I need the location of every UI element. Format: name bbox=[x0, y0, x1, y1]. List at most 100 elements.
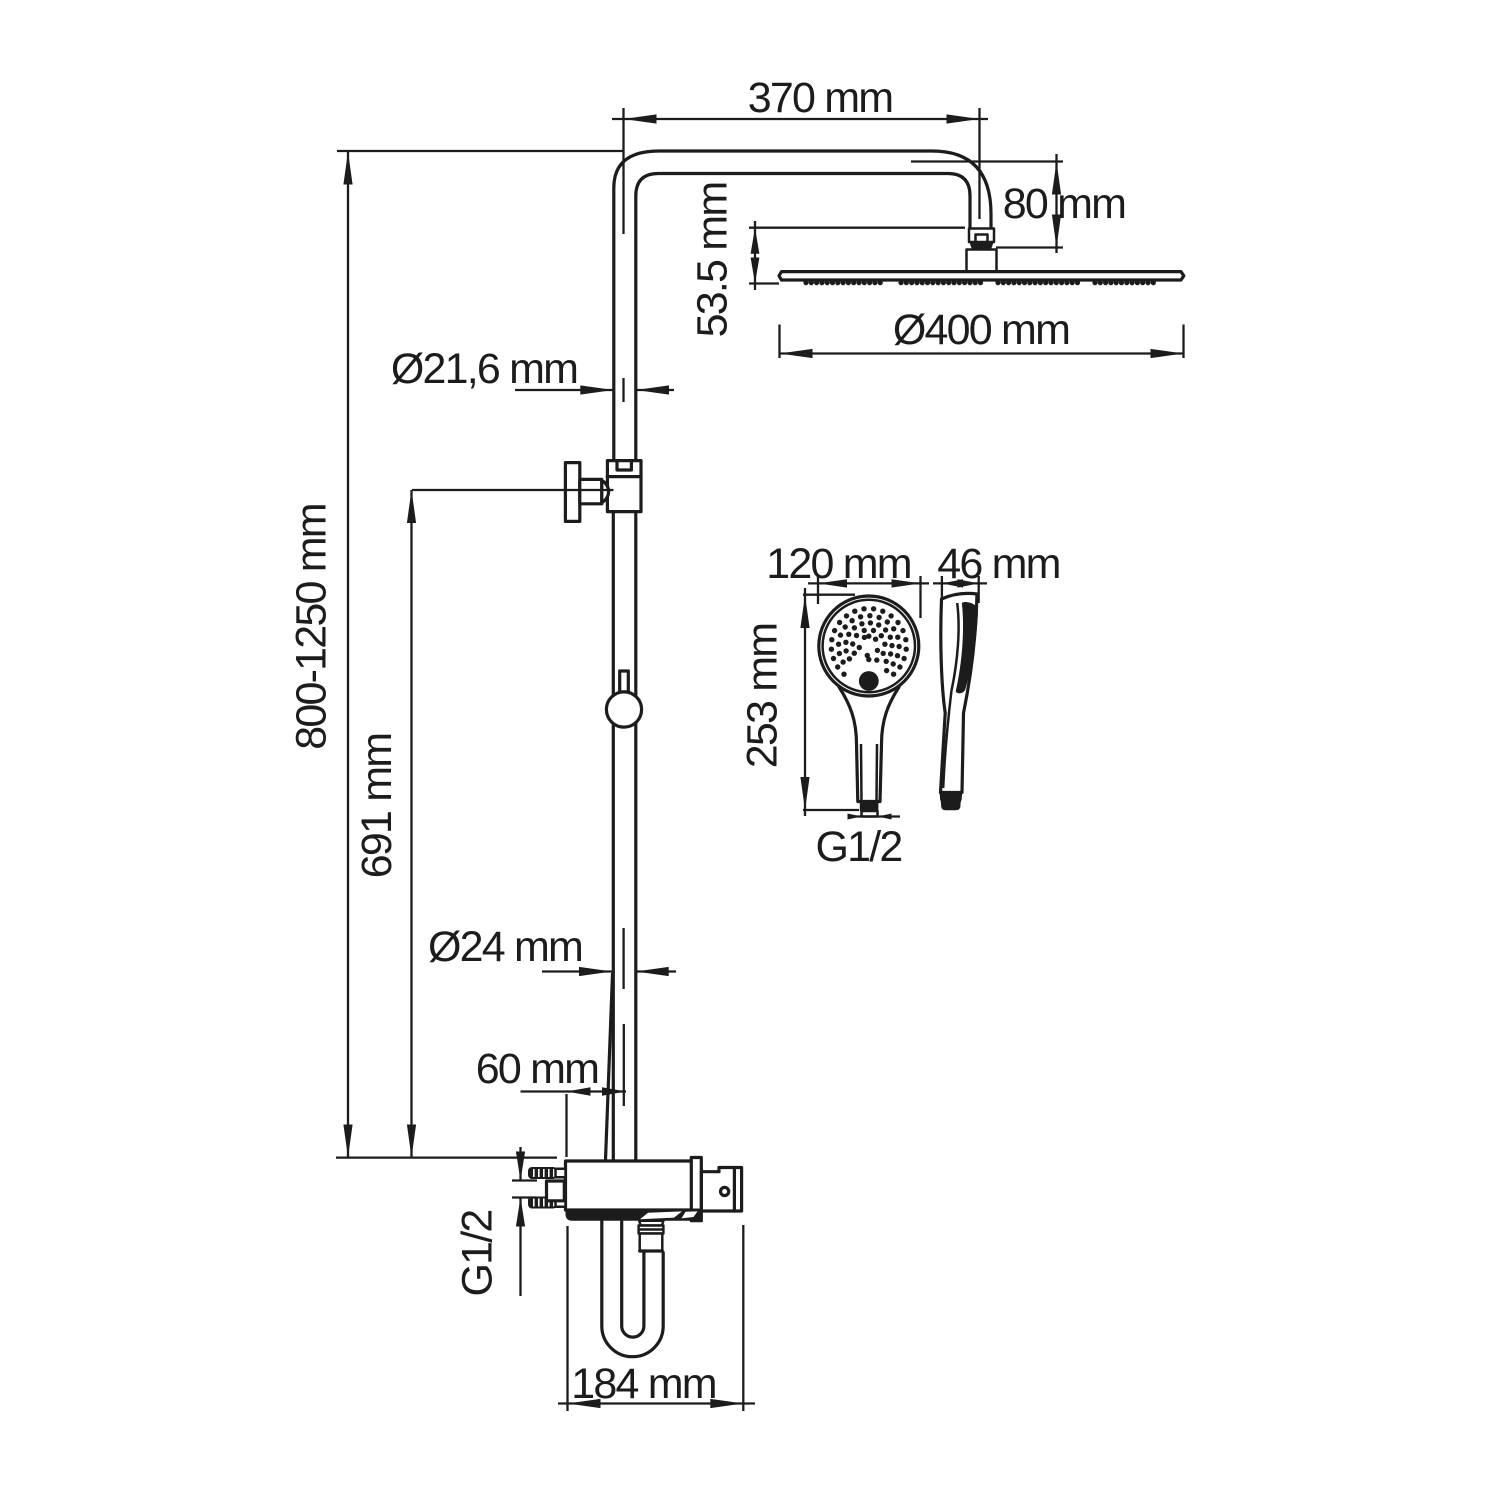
spray-nozzle-dot bbox=[900, 627, 906, 634]
bracket-clamp bbox=[605, 459, 643, 514]
dimension-column-height: 800-1250 mm bbox=[288, 149, 624, 1159]
spray-nozzle-dot bbox=[850, 641, 856, 647]
spray-nozzle-dot bbox=[849, 618, 855, 624]
spray-nozzle-dot bbox=[861, 634, 868, 641]
spray-nozzle-dot bbox=[870, 627, 877, 634]
overhead-nozzle-dot bbox=[903, 280, 909, 286]
arrowhead-253-top bbox=[800, 595, 810, 628]
spray-nozzle-dot bbox=[887, 634, 893, 640]
arrowhead-46-right bbox=[957, 579, 979, 588]
overhead-nozzle-dot bbox=[924, 280, 931, 286]
arrowhead-370-right bbox=[946, 114, 980, 124]
overhead-nozzle-dot bbox=[919, 280, 925, 286]
mixer-handle-button bbox=[718, 1185, 731, 1198]
arrowhead-g12-mixer-up bbox=[515, 1197, 526, 1227]
overhead-nozzle-dot bbox=[1069, 280, 1075, 286]
overhead-nozzle-dot bbox=[1000, 280, 1006, 286]
arrowhead-216-right bbox=[636, 385, 669, 395]
arm-nut-inner bbox=[974, 233, 989, 244]
spray-nozzle-dot bbox=[866, 633, 872, 639]
spray-nozzle-dot bbox=[880, 650, 886, 657]
spray-nozzle-dot bbox=[883, 667, 890, 674]
spray-nozzle-dot bbox=[861, 606, 867, 612]
overhead-nozzle-dot bbox=[972, 280, 978, 286]
arrowhead-184-right bbox=[710, 1398, 744, 1409]
label-lower-pipe-diameter: Ø24 mm bbox=[428, 923, 582, 971]
spray-nozzle-dot bbox=[830, 655, 837, 662]
overhead-nozzle-dot bbox=[835, 280, 841, 286]
shower-arm-inner-contour bbox=[634, 171, 972, 463]
thermostatic-mixer bbox=[528, 1155, 744, 1253]
spray-nozzle-dot bbox=[901, 655, 907, 662]
hand-shower-side-face-edge bbox=[950, 602, 960, 692]
mixer-underside bbox=[565, 1208, 702, 1221]
overhead-nozzle-dot bbox=[1097, 280, 1103, 286]
arrowhead-g12-hand-left bbox=[847, 813, 862, 820]
arrowhead-400-right bbox=[1150, 348, 1184, 359]
overhead-nozzle-dot bbox=[940, 280, 947, 286]
bracket-ball-joint bbox=[600, 478, 611, 505]
hose-inner-edge bbox=[620, 1219, 646, 1339]
arrowhead-height-bottom bbox=[343, 1124, 353, 1158]
label-head-diameter: Ø400 mm bbox=[893, 306, 1069, 354]
arrowhead-53-top bbox=[750, 227, 760, 254]
overhead-nozzle-dot bbox=[1150, 280, 1156, 286]
overhead-nozzle-dot bbox=[962, 280, 968, 286]
overhead-nozzle-dot bbox=[1043, 280, 1049, 286]
overhead-nozzle-dot bbox=[951, 280, 957, 286]
overhead-nozzle-dot bbox=[914, 280, 920, 286]
overhead-nozzle-dot bbox=[1134, 280, 1140, 286]
arrowhead-184-left bbox=[567, 1398, 601, 1409]
label-wall-offset: 60 mm bbox=[476, 1045, 598, 1093]
mixer-body bbox=[563, 1159, 697, 1212]
spray-nozzle-dot bbox=[889, 642, 895, 649]
arrowhead-height-top bbox=[343, 151, 353, 185]
arrowhead-60-right bbox=[602, 1087, 626, 1096]
arrowhead-216-left bbox=[580, 385, 614, 395]
dimension-lower-pipe-diameter: Ø24 mm bbox=[428, 923, 676, 989]
dimension-bracket-height: 691 mm bbox=[353, 490, 417, 1158]
label-hand-shower-width: 120 mm bbox=[766, 540, 911, 588]
label-head-drop: 53.5 mm bbox=[689, 183, 737, 338]
mixer-inlet-upper-thread bbox=[528, 1167, 557, 1179]
hand-shower-head-outer bbox=[817, 594, 921, 698]
spray-nozzle-dot bbox=[831, 627, 838, 634]
overhead-nozzle-dot bbox=[946, 280, 952, 286]
overhead-nozzle-dot bbox=[1032, 280, 1038, 286]
spray-nozzle-dot bbox=[861, 627, 867, 634]
arrowhead-691-top bbox=[406, 490, 417, 523]
spray-nozzle-dot bbox=[897, 664, 903, 670]
dimension-hand-shower-length: 253 mm bbox=[739, 588, 859, 816]
overhead-nozzle-dot bbox=[861, 280, 867, 286]
spray-nozzle-dot bbox=[903, 637, 909, 643]
overhead-nozzle-dot bbox=[1027, 280, 1033, 286]
spray-nozzle-dot bbox=[874, 647, 881, 654]
spray-nozzle-dot bbox=[843, 613, 850, 619]
spray-nozzle-dot bbox=[853, 632, 860, 639]
spray-nozzle-dot bbox=[859, 621, 865, 627]
spray-nozzle-dot bbox=[883, 658, 889, 664]
spray-nozzle-dot bbox=[843, 639, 849, 645]
hand-shower-side-face bbox=[955, 602, 978, 694]
ring-circle bbox=[604, 690, 644, 729]
overhead-nozzle-dot bbox=[1016, 280, 1022, 286]
arrowhead-g12-hand-right bbox=[877, 813, 892, 820]
hand-shower-handle-inner-left bbox=[859, 743, 863, 802]
overhead-nozzle-dot bbox=[909, 280, 915, 286]
overhead-nozzle-dot bbox=[1011, 280, 1017, 286]
hose-retainer-ring bbox=[604, 669, 644, 729]
overhead-nozzle-dot bbox=[1129, 280, 1135, 286]
spray-nozzle-dot bbox=[843, 648, 849, 654]
label-hand-shower-thread: G1/2 bbox=[815, 823, 901, 871]
spray-nozzle-dot bbox=[891, 626, 897, 632]
spray-nozzle-dot bbox=[895, 619, 901, 626]
dimension-head-diameter: Ø400 mm bbox=[778, 306, 1185, 359]
arrowhead-80-bottom bbox=[1051, 214, 1062, 248]
overhead-nozzle-dot bbox=[977, 280, 984, 286]
spray-nozzle-dot bbox=[836, 619, 843, 626]
overhead-nozzle-dot bbox=[1113, 280, 1119, 286]
overhead-nozzle-dot bbox=[995, 280, 1001, 286]
overhead-nozzle-dot bbox=[824, 280, 830, 286]
label-hand-shower-length: 253 mm bbox=[739, 624, 787, 769]
spray-nozzle-dot bbox=[874, 657, 880, 663]
